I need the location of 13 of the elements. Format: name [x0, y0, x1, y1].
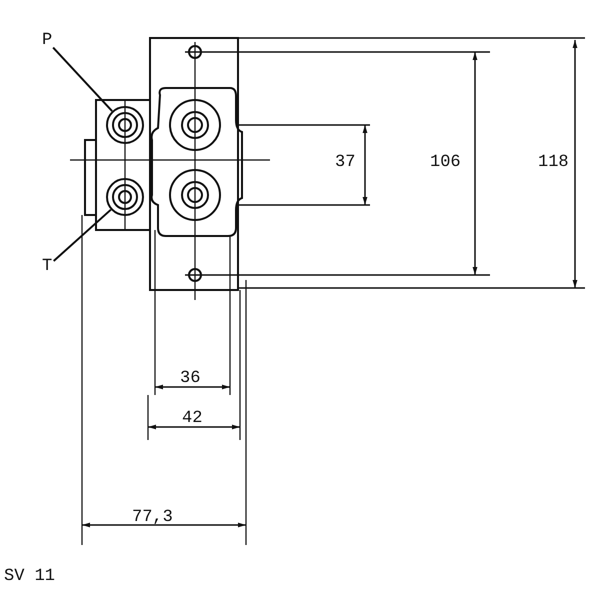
dimension-value: 77,3: [132, 509, 173, 526]
port-letter: P: [42, 32, 52, 49]
port-letter: T: [42, 258, 52, 275]
dimension-value: 118: [538, 154, 569, 171]
port-circle: [106, 106, 144, 144]
dimension-value: 36: [180, 370, 200, 387]
leader-line: [52, 46, 113, 112]
leader-line: [53, 208, 112, 262]
dimension-value: 42: [182, 410, 202, 427]
dimension-value: 106: [430, 154, 461, 171]
port-circle: [106, 178, 144, 216]
caption: SV 11: [4, 568, 56, 585]
dimension-value: 37: [335, 154, 356, 171]
